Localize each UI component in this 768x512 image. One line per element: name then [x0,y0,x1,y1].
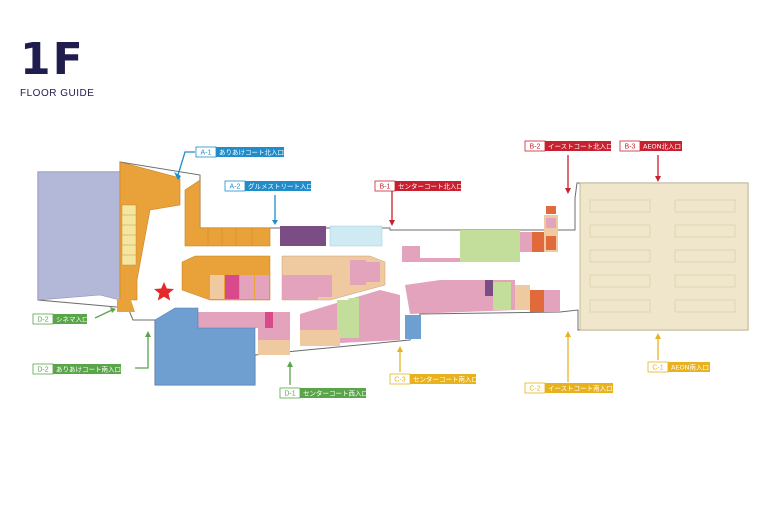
ariake-court-south-block [154,307,256,386]
entrance-code: B-2 [530,144,541,151]
entrance-code: C-3 [394,377,405,384]
entrance-name: イーストコート北入口 [548,143,613,151]
entrance-name: グルメストリート入口 [248,182,313,191]
floor-number: 1F [20,34,85,85]
shop-lightblue [329,225,383,247]
entrance-label-a-1: A-1 ありあけコート北入口 [195,146,284,158]
entrance-label-b-1: B-1 センターコート北入口 [374,180,463,192]
entrance-name: ありあけコート南入口 [56,365,121,374]
entrance-name: AEON北入口 [643,143,681,151]
star-icon [154,282,174,301]
entrance-code: B-1 [380,184,391,191]
entrance-name: ありあけコート北入口 [219,149,284,157]
gourmet-street-shops [184,179,271,247]
arrowheads [110,172,661,367]
entrance-code: D-2 [37,317,48,324]
entrance-name-box [410,374,476,384]
entrance-label-a-2: A-2 グルメストリート入口 [224,180,313,192]
entrance-code: C-2 [529,386,540,393]
entrance-label-d-1: D-1 センターコート西入口 [279,387,368,399]
entrance-label-d-2: D-2 シネマ入口 [32,313,89,325]
entrance-name-box [216,147,284,157]
shop-purple [280,226,326,246]
entrance-name-box [395,181,461,191]
entrance-code: B-3 [625,144,636,151]
entrance-name-box [53,364,121,374]
entrance-label-c-2: C-2 イーストコート南入口 [524,382,613,394]
entrance-name-box [300,388,366,398]
entrance-name: イーストコート南入口 [548,384,613,393]
entrance-name-box [545,383,613,393]
floor-header: 1F FLOOR GUIDE [20,34,95,100]
entrance-name: AEON南入口 [671,363,709,372]
entrance-name-box [545,141,611,151]
entrance-label-b-3: B-3 AEON北入口 [619,140,682,152]
shop-orange-small [117,297,135,312]
entrance-code: D-1 [284,391,295,398]
entrance-label-c-1: C-1 AEON南入口 [647,361,710,373]
entrance-code: D-2 [37,367,48,374]
entrance-label-b-2: B-2 イーストコート北入口 [524,140,613,152]
entrance-name-box [640,141,682,151]
entrance-name: シネマ入口 [56,316,89,324]
entrance-label-c-3: C-3 センターコート南入口 [389,373,478,385]
entrance-name: センターコート西入口 [303,389,368,398]
entrance-name-box [53,314,87,324]
entrance-name-box [245,181,311,191]
entrance-label-d-2: D-2 ありあけコート南入口 [32,363,121,375]
entrance-code: A-1 [201,150,212,157]
entrance-name: センターコート南入口 [413,375,478,384]
aeon-aisles [589,199,736,313]
entrance-name: センターコート北入口 [398,182,463,191]
entrance-name-box [668,362,710,372]
cinema-area [37,171,121,301]
entrance-code: A-2 [230,184,241,191]
aeon-store [579,182,749,331]
floor-guide-subtitle: FLOOR GUIDE [20,88,95,99]
entrance-pointers [94,151,659,385]
entrance-code: C-1 [652,365,663,372]
